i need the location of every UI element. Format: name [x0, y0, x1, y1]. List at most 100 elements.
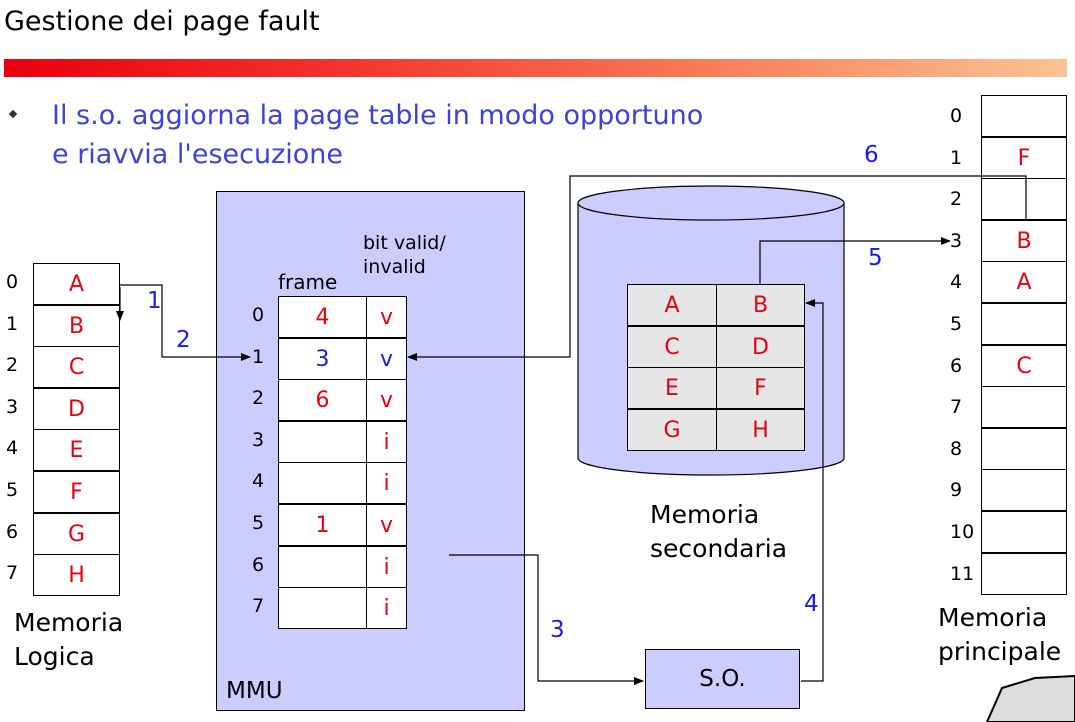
mmu-page-index: 4 — [252, 470, 265, 493]
main-memory-index: 5 — [950, 313, 963, 335]
mmu-label: MMU — [226, 678, 283, 704]
logical-memory-index: 6 — [6, 520, 19, 543]
step-1-label: 1 — [147, 288, 162, 314]
bit-header-line-1: bit valid/ — [363, 232, 446, 254]
main-memory-frame-cell — [981, 427, 1067, 470]
logical-memory-label-line-2: Logica — [14, 642, 95, 671]
step-2-label: 2 — [176, 327, 191, 353]
logical-memory-index: 2 — [6, 354, 19, 377]
main-memory-frame-cell — [981, 95, 1067, 137]
main-memory-frame-cell — [981, 178, 1067, 221]
secondary-memory-label: Memoria secondaria — [650, 498, 787, 566]
mmu-page-index: 3 — [252, 428, 265, 451]
main-memory-index: 3 — [950, 229, 963, 252]
main-memory-frame-cell: A — [981, 261, 1067, 304]
mmu-page-index: 7 — [252, 595, 265, 618]
disk-block-cell: B — [716, 284, 805, 326]
logical-memory-index: 3 — [6, 395, 19, 418]
secondary-memory-label-line-1: Memoria — [650, 500, 760, 529]
arrow-step-4 — [801, 299, 824, 682]
logical-memory-cell: G — [33, 512, 120, 555]
arrow-step-3 — [449, 554, 644, 685]
mmu-bit-cell: i — [366, 545, 407, 588]
logical-memory-index: 1 — [6, 312, 19, 335]
frame-header: frame — [278, 270, 338, 294]
logical-memory-cell: D — [33, 387, 120, 430]
mmu-bit-cell: v — [366, 296, 407, 338]
main-memory-index: 0 — [950, 105, 963, 127]
logical-memory-index: 0 — [6, 271, 19, 293]
main-memory-index: 8 — [950, 437, 963, 460]
mmu-frame-cell — [278, 420, 367, 463]
mmu-page-index: 1 — [252, 345, 265, 368]
mmu-bit-cell: v — [366, 504, 407, 546]
logical-memory-label: Memoria Logica — [14, 606, 123, 674]
step-4-label: 4 — [804, 591, 819, 617]
disk-block-cell: G — [627, 408, 717, 451]
main-memory-frame-cell — [981, 303, 1067, 345]
mmu-frame-cell — [278, 545, 367, 588]
main-memory-label: Memoria principale — [938, 601, 1061, 669]
main-memory-frame-cell — [981, 469, 1067, 512]
logical-memory-cell: A — [33, 263, 120, 305]
main-memory-index: 6 — [950, 354, 963, 377]
mmu-frame-cell: 6 — [278, 379, 367, 422]
disk-block-cell: F — [716, 367, 805, 409]
main-memory-index: 7 — [950, 396, 963, 419]
logical-memory-cell: C — [33, 346, 120, 389]
mmu-frame-cell — [278, 462, 367, 505]
main-memory-index: 10 — [950, 521, 975, 543]
disk-block-cell: E — [627, 367, 717, 409]
bullet-line-1: Il s.o. aggiorna la page table in modo o… — [52, 100, 704, 131]
step-6-label: 6 — [864, 142, 879, 168]
logical-memory-cell: E — [33, 429, 120, 472]
logical-memory-cell: F — [33, 471, 120, 513]
arrow-step-6 — [407, 175, 1027, 361]
main-memory-frame-cell — [981, 386, 1067, 429]
bullet-line-2: e riavvia l'esecuzione — [52, 139, 344, 170]
main-memory-index: 4 — [950, 271, 963, 294]
mmu-frame-cell — [278, 587, 367, 630]
mmu-bit-cell: i — [366, 420, 407, 463]
main-memory-frame-cell: C — [981, 344, 1067, 387]
main-memory-frame-cell: F — [981, 136, 1067, 179]
main-memory-index: 11 — [950, 562, 975, 585]
main-memory-index: 9 — [950, 479, 963, 502]
main-memory-label-line-2: principale — [938, 637, 1062, 666]
title-accent-bar — [4, 59, 1067, 77]
logical-memory-index: 7 — [6, 562, 19, 585]
disk-block-cell: D — [716, 325, 805, 368]
logical-memory-index: 5 — [6, 479, 19, 501]
bit-header-line-2: invalid — [363, 256, 426, 278]
page-curl-decoration — [985, 674, 1075, 722]
secondary-memory-label-line-2: secondaria — [650, 534, 788, 563]
mmu-page-index: 0 — [252, 304, 265, 326]
arrow-step-5 — [759, 237, 951, 284]
disk-block-cell: H — [716, 408, 805, 451]
mmu-page-index: 6 — [252, 553, 265, 576]
logical-memory-index: 4 — [6, 437, 19, 460]
logical-memory-label-line-1: Memoria — [14, 608, 124, 637]
main-memory-frame-cell — [981, 552, 1067, 595]
main-memory-index: 2 — [950, 188, 963, 211]
slide-title: Gestione dei page fault — [4, 6, 320, 37]
os-box: S.O. — [645, 649, 800, 709]
mmu-bit-cell: i — [366, 587, 407, 630]
mmu-page-index: 2 — [252, 387, 265, 410]
logical-memory-cell: H — [33, 554, 120, 597]
arrow-step-2 — [120, 284, 251, 361]
bit-header: bit valid/ invalid — [363, 231, 446, 279]
logical-memory-cell: B — [33, 304, 120, 347]
main-memory-frame-cell: B — [981, 219, 1067, 262]
mmu-frame-cell: 4 — [278, 296, 367, 338]
mmu-bit-cell: i — [366, 462, 407, 505]
step-5-label: 5 — [868, 245, 883, 271]
main-memory-label-line-1: Memoria — [938, 603, 1048, 632]
mmu-page-index: 5 — [252, 512, 265, 534]
mmu-bit-cell: v — [366, 379, 407, 422]
mmu-frame-cell: 3 — [278, 337, 367, 380]
step-3-label: 3 — [550, 617, 565, 643]
bullet-text: Il s.o. aggiorna la page table in modo o… — [52, 96, 703, 174]
mmu-bit-cell: v — [366, 337, 407, 380]
mmu-frame-cell: 1 — [278, 504, 367, 546]
